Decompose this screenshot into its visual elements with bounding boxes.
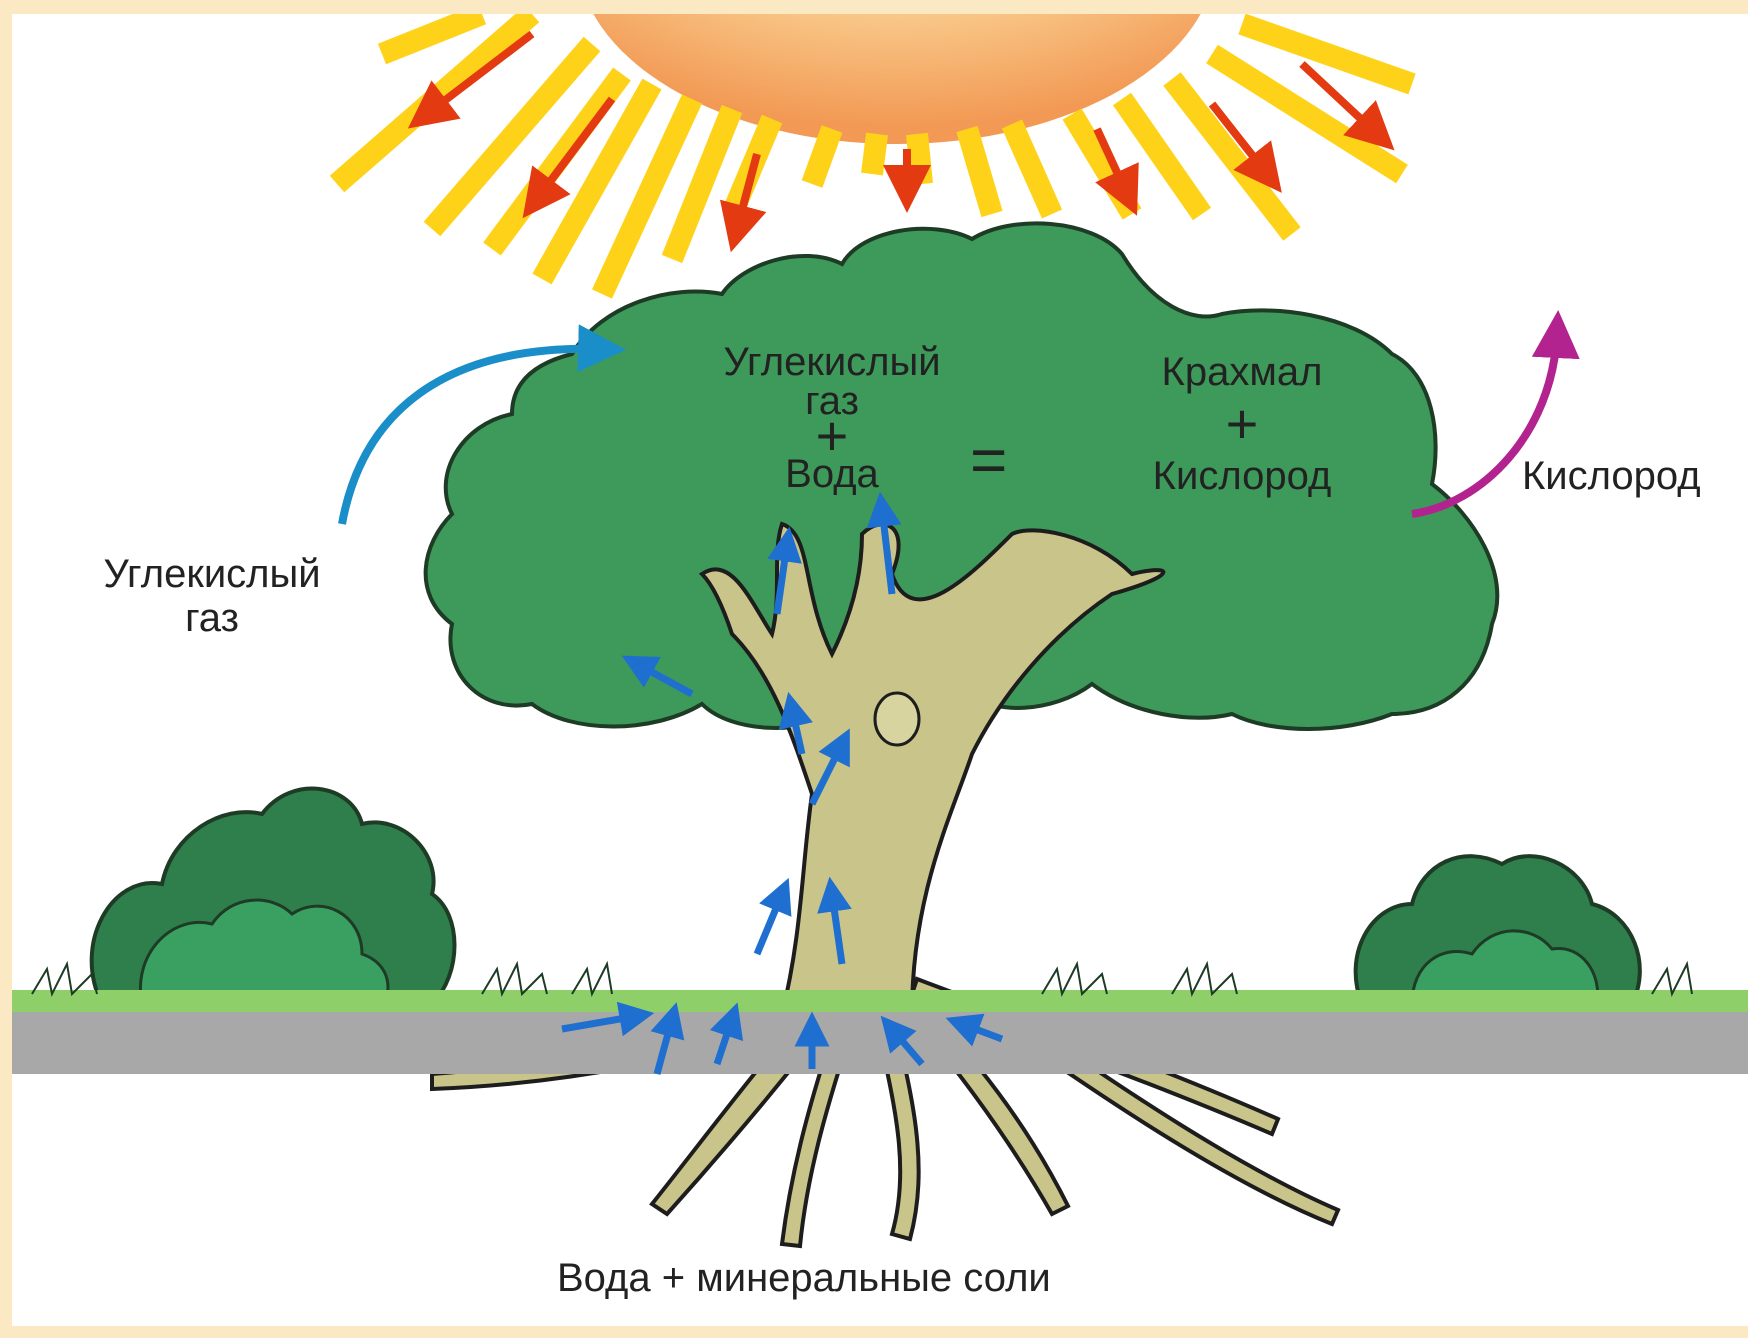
ray <box>1242 24 1412 84</box>
ray <box>382 14 482 54</box>
ray <box>917 134 922 184</box>
diagram-canvas: Углекислый газ Углекислый газ + Вода = К… <box>12 14 1748 1326</box>
products-block: Крахмал + Кислород <box>1092 350 1392 498</box>
plus-reactants: + <box>672 418 992 454</box>
product-starch: Крахмал <box>1092 350 1392 394</box>
plus-products: + <box>1092 394 1392 454</box>
oxygen-outside-label: Кислород <box>1522 454 1701 498</box>
ray <box>1012 124 1052 214</box>
grass <box>12 990 1748 1012</box>
co2-outside-line2: газ <box>52 596 372 640</box>
ray <box>872 134 877 174</box>
reactants-block: Углекислый газ + Вода <box>672 340 992 494</box>
roots-input-label: Вода + минеральные соли <box>557 1256 1051 1300</box>
water-arrow <box>757 894 782 954</box>
co2-outside-label: Углекислый газ <box>52 552 372 640</box>
equals-sign: = <box>970 430 1007 490</box>
trunk-knot <box>875 693 919 745</box>
illustration <box>12 14 1748 1326</box>
bush-icon <box>92 789 455 1004</box>
reactant-co2-line1: Углекислый <box>672 340 992 384</box>
soil <box>12 1012 1748 1074</box>
reactant-water: Вода <box>672 454 992 494</box>
bush-icon <box>1356 856 1640 1004</box>
product-oxygen: Кислород <box>1092 454 1392 498</box>
ray <box>1072 114 1132 214</box>
co2-outside-line1: Углекислый <box>52 552 372 596</box>
ray <box>967 129 992 214</box>
